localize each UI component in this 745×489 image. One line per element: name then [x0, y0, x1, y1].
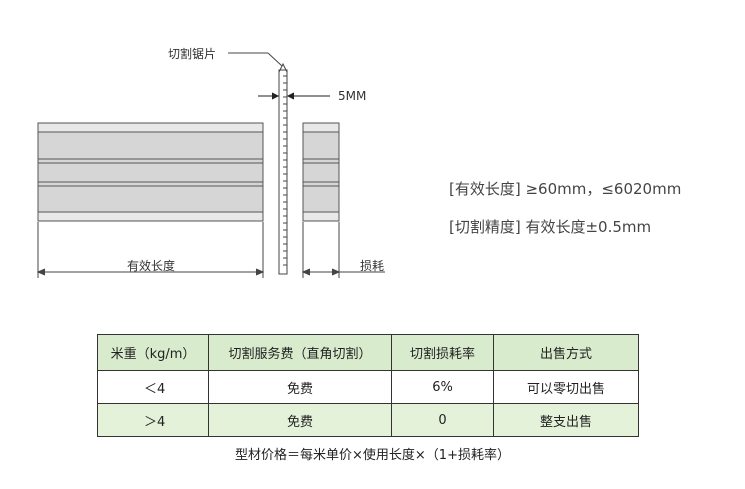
cell-cutting-fee: 免费 [208, 370, 392, 404]
effective-length-dimension [36, 268, 265, 276]
loss-label: 损耗 [360, 259, 385, 273]
header-sale-method: 出售方式 [493, 334, 639, 371]
gap-label: 5MM [338, 89, 367, 103]
table-row: ＞4 免费 0 整支出售 [97, 403, 639, 437]
table-header-row: 米重（kg/m） 切割服务费（直角切割） 切割损耗率 出售方式 [97, 334, 639, 371]
profile-right [302, 122, 340, 222]
cell-sale-method: 可以零切出售 [493, 370, 639, 404]
cell-meter-weight: ＞4 [97, 403, 209, 437]
saw-blade-label: 切割锯片 [168, 47, 217, 61]
effective-length-label: 有效长度 [127, 259, 176, 273]
loss-dimension [301, 268, 385, 276]
cell-cutting-fee: 免费 [208, 403, 392, 437]
cutting-diagram [36, 52, 385, 278]
profile-left [37, 122, 264, 222]
cutting-fee-table: 米重（kg/m） 切割服务费（直角切割） 切割损耗率 出售方式 ＜4 免费 6%… [97, 334, 639, 437]
header-meter-weight: 米重（kg/m） [97, 334, 209, 371]
length-range-spec: [有效长度] ≥60mm，≤6020mm [449, 180, 682, 198]
saw-blade [278, 62, 288, 275]
cell-loss-rate: 0 [391, 403, 494, 437]
gap-dimension [258, 92, 330, 100]
header-cutting-fee: 切割服务费（直角切割） [208, 334, 392, 371]
price-formula: 型材价格＝每米单价×使用长度×（1+损耗率） [235, 448, 510, 463]
cell-loss-rate: 6% [391, 370, 494, 404]
cut-precision-spec: [切割精度] 有效长度±0.5mm [449, 218, 652, 236]
header-loss-rate: 切割损耗率 [391, 334, 494, 371]
cell-meter-weight: ＜4 [97, 370, 209, 404]
cell-sale-method: 整支出售 [493, 403, 639, 437]
table-row: ＜4 免费 6% 可以零切出售 [97, 370, 639, 404]
